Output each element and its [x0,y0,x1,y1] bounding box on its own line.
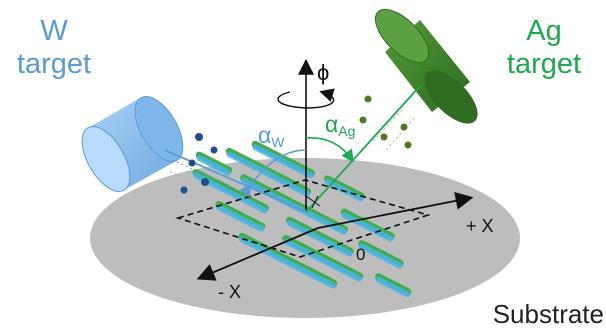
origin-tick [311,195,319,209]
stripe [324,178,364,202]
alpha-w-label: αW [258,122,285,150]
w-particle [201,178,209,186]
substrate-label: Substrate [493,299,604,329]
alpha-ag-label: αAg [325,111,355,139]
alpha-ag-sub: Ag [338,123,355,139]
stripe [196,155,231,176]
alpha-ag-arc [305,137,354,163]
ag-particles [359,95,412,149]
w-particle [210,146,218,154]
w-particle [188,159,196,167]
ag-particle [404,141,412,149]
w-target-icon [81,96,184,192]
stripe [286,220,353,257]
stripe [375,276,411,298]
w-particle [195,133,203,141]
w-beam-trail [169,171,221,193]
ag-particle [364,95,372,103]
ag-particle [380,133,388,141]
ag-beam-trail [385,117,415,151]
x-axis-negative [196,227,319,281]
ag-particle [400,123,408,131]
alpha-w-base: α [258,122,271,148]
x-axis-positive [317,191,474,229]
ag-target-icon [374,8,478,124]
ag-beam-trail [371,109,403,143]
stripe [359,243,403,269]
alpha-w-sub: W [271,134,285,150]
ag-target-label-line1: Ag [526,15,561,47]
minus-x-label: - X [218,282,241,302]
w-target-label-line1: W [40,15,68,47]
stripe [216,204,265,232]
w-particle [180,186,188,194]
stripe [193,172,268,214]
dashed-region [175,179,431,258]
alpha-w-arc [239,149,307,198]
w-particles [180,133,218,194]
w-target-label-line2: target [17,48,91,80]
ag-particle [359,116,367,124]
ag-beam [305,85,421,213]
rotation-arrow-icon [277,88,335,109]
origin-tick [305,195,321,207]
stripe [283,238,363,282]
rotation-label: ϕ [317,60,329,85]
stripe [341,212,394,242]
stripe [239,236,337,289]
w-beam-trail [171,159,231,186]
origin-label: 0 [356,245,365,264]
plus-x-label: + X [466,216,494,236]
stripe [252,144,314,179]
w-beam [164,149,307,213]
alpha-ag-base: α [325,111,338,137]
ag-target-label-line2: target [507,48,581,80]
substrate-disk [90,158,520,318]
